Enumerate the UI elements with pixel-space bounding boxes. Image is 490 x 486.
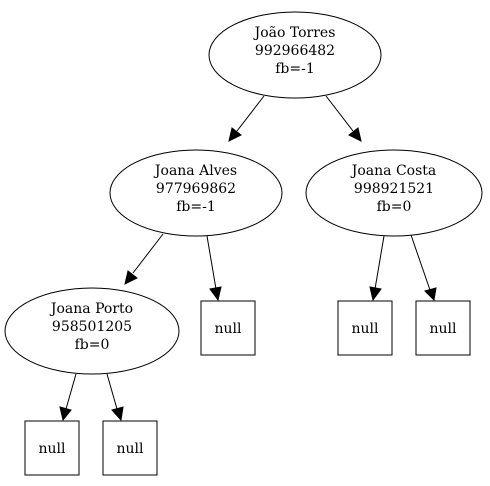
- null-box-right-right: null: [415, 300, 471, 356]
- null-box-leftleft-right: null: [102, 420, 158, 476]
- edge-left-null: [206, 235, 222, 302]
- node-leftleft-ellipse: [4, 287, 180, 375]
- null-label: null: [430, 321, 458, 337]
- node-leftleft-phone: 958501205: [52, 319, 132, 335]
- node-root-phone: 992966482: [255, 43, 335, 59]
- node-right-fb: fb=0: [377, 199, 412, 215]
- node-right-ellipse: [305, 149, 483, 237]
- node-right-phone: 998921521: [354, 181, 434, 197]
- null-label: null: [117, 441, 145, 457]
- node-leftleft-name: Joana Porto: [49, 301, 133, 317]
- null-label: null: [215, 321, 243, 337]
- edge-right-null-right: [410, 234, 437, 302]
- null-box-leftleft-left: null: [24, 420, 80, 476]
- edge-left-leftleft: [124, 233, 164, 285]
- edge-root-left: [228, 95, 265, 142]
- edge-leftleft-null-right: [106, 373, 124, 422]
- edge-root-right: [325, 95, 362, 142]
- node-root-name: João Torres: [253, 25, 336, 41]
- edges: [59, 95, 437, 422]
- edge-leftleft-null-left: [59, 373, 77, 422]
- null-label: null: [352, 321, 380, 337]
- node-leftleft: Joana Porto 958501205 fb=0: [4, 287, 180, 375]
- node-left-ellipse: [109, 149, 283, 237]
- node-left-phone: 977969862: [156, 181, 236, 197]
- node-left-fb: fb=-1: [176, 199, 216, 215]
- node-root: João Torres 992966482 fb=-1: [208, 11, 382, 99]
- node-right: Joana Costa 998921521 fb=0: [305, 149, 483, 237]
- node-right-name: Joana Costa: [350, 163, 437, 179]
- null-label: null: [39, 441, 67, 457]
- node-leftleft-fb: fb=0: [75, 337, 110, 353]
- node-root-ellipse: [208, 11, 382, 99]
- node-left: Joana Alves 977969862 fb=-1: [109, 149, 283, 237]
- edge-right-null-left: [369, 235, 385, 302]
- node-root-fb: fb=-1: [275, 61, 315, 77]
- null-box-right-left: null: [337, 300, 393, 356]
- node-left-name: Joana Alves: [153, 163, 237, 179]
- null-box-left-right: null: [200, 300, 256, 356]
